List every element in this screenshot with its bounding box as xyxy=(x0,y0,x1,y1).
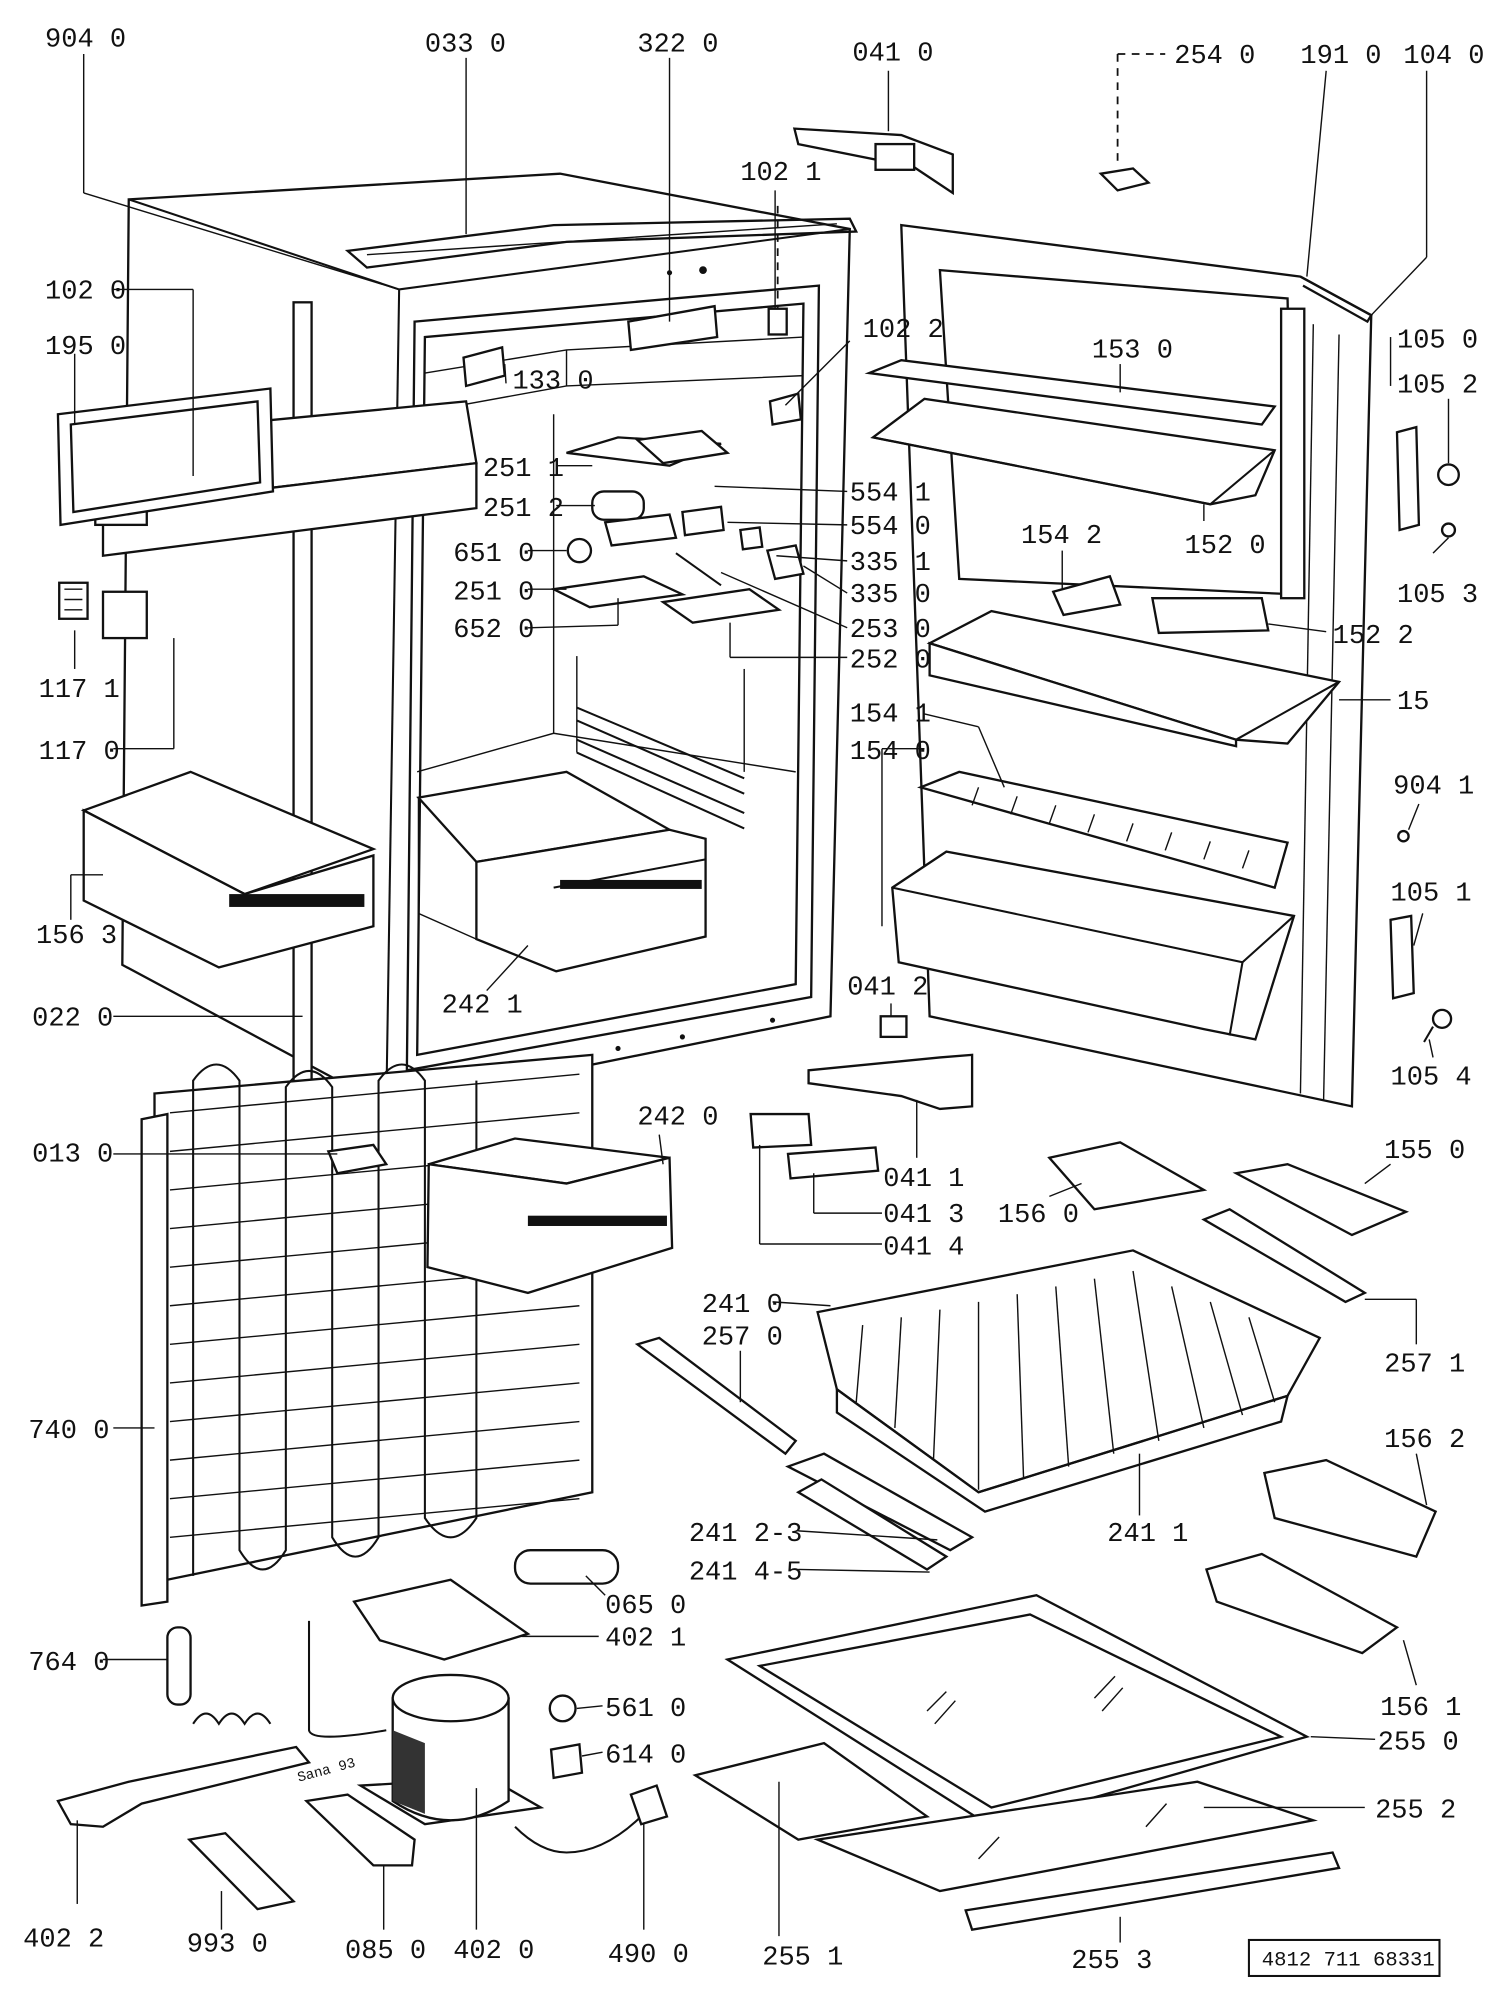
callout-251-1: 251 1 xyxy=(483,455,564,485)
callout-156-3: 156 3 xyxy=(36,922,117,952)
callout-labels: 904 0 033 0 322 0 041 0 254 0 191 0 104 … xyxy=(23,25,1484,1977)
callout-652-0: 652 0 xyxy=(453,616,534,646)
callout-155-0: 155 0 xyxy=(1384,1137,1465,1167)
callout-253-0: 253 0 xyxy=(850,616,931,646)
callout-152-0: 152 0 xyxy=(1185,532,1266,562)
callout-065-0: 065 0 xyxy=(605,1592,686,1622)
callout-041-0: 041 0 xyxy=(852,39,933,69)
callout-041-4: 041 4 xyxy=(883,1233,964,1263)
callout-105-1: 105 1 xyxy=(1391,880,1472,910)
callout-740-0: 740 0 xyxy=(28,1417,109,1447)
callout-257-1: 257 1 xyxy=(1384,1350,1465,1380)
crisper-drawer-lower xyxy=(426,1137,674,1295)
callout-154-1: 154 1 xyxy=(850,701,931,731)
callout-335-1: 335 1 xyxy=(850,549,931,579)
callout-490-0: 490 0 xyxy=(608,1941,689,1971)
freezer-fittings xyxy=(462,205,803,426)
callout-022-0: 022 0 xyxy=(32,1004,113,1034)
callout-105-3: 105 3 xyxy=(1397,581,1478,611)
callout-904-0: 904 0 xyxy=(45,25,126,55)
callout-195-0: 195 0 xyxy=(45,333,126,363)
callout-402-1: 402 1 xyxy=(605,1624,686,1654)
callout-105-2: 105 2 xyxy=(1397,371,1478,401)
callout-252-0: 252 0 xyxy=(850,647,931,677)
callout-242-1: 242 1 xyxy=(442,991,523,1021)
callout-764-0: 764 0 xyxy=(28,1649,109,1679)
callout-402-0: 402 0 xyxy=(453,1937,534,1967)
leader-lines xyxy=(70,53,1450,1943)
callout-041-2: 041 2 xyxy=(847,973,928,1003)
callout-154-0: 154 0 xyxy=(850,738,931,768)
callout-105-0: 105 0 xyxy=(1397,326,1478,356)
callout-241-2-3: 241 2-3 xyxy=(689,1520,803,1550)
callout-251-2: 251 2 xyxy=(483,495,564,525)
top-hinge xyxy=(792,127,1151,196)
callout-554-0: 554 0 xyxy=(850,513,931,543)
callout-153-0: 153 0 xyxy=(1092,337,1173,367)
callout-033-0: 033 0 xyxy=(425,30,506,60)
callout-105-4: 105 4 xyxy=(1391,1063,1472,1093)
bottom-hinge xyxy=(749,1015,974,1180)
callout-133-0: 133 0 xyxy=(512,368,593,398)
door-hardware xyxy=(1389,425,1460,1043)
callout-242-0: 242 0 xyxy=(637,1103,718,1133)
document-number-stamp: 4812 711 68331 xyxy=(1247,1938,1441,1978)
crisper-drawer-upper xyxy=(416,770,707,973)
callout-117-1: 117 1 xyxy=(39,676,120,706)
callout-904-1: 904 1 xyxy=(1393,773,1474,803)
callout-322-0: 322 0 xyxy=(637,30,718,60)
callout-102-2: 102 2 xyxy=(863,316,944,346)
callout-102-1: 102 1 xyxy=(740,159,821,189)
callout-041-3: 041 3 xyxy=(883,1201,964,1231)
callout-241-4-5: 241 4-5 xyxy=(689,1559,803,1589)
callout-154-2: 154 2 xyxy=(1021,522,1102,552)
callout-156-0: 156 0 xyxy=(998,1201,1079,1231)
callout-651-0: 651 0 xyxy=(453,540,534,570)
callout-15: 15 xyxy=(1397,688,1429,718)
light-assembly xyxy=(549,429,805,624)
callout-255-1: 255 1 xyxy=(762,1943,843,1973)
callout-402-2: 402 2 xyxy=(23,1925,104,1955)
callout-255-2: 255 2 xyxy=(1375,1797,1456,1827)
freezer-box xyxy=(80,770,377,969)
callout-191-0: 191 0 xyxy=(1300,42,1381,72)
side-plate xyxy=(56,387,275,527)
callout-156-1: 156 1 xyxy=(1380,1694,1461,1724)
callout-614-0: 614 0 xyxy=(605,1741,686,1771)
callout-241-0: 241 0 xyxy=(702,1291,783,1321)
door-shelves xyxy=(864,359,1342,1041)
callout-554-1: 554 1 xyxy=(850,479,931,509)
callout-255-3: 255 3 xyxy=(1071,1947,1152,1977)
compressor-assembly xyxy=(56,1549,669,1911)
glass-shelves xyxy=(692,1593,1341,1931)
callout-335-0: 335 0 xyxy=(850,581,931,611)
light-switch-parts xyxy=(58,581,148,640)
callout-152-2: 152 2 xyxy=(1333,622,1414,652)
lower-accessories xyxy=(634,1141,1438,1655)
callout-251-0: 251 0 xyxy=(453,578,534,608)
callout-255-0: 255 0 xyxy=(1378,1729,1459,1759)
callout-254-0: 254 0 xyxy=(1174,42,1255,72)
document-number: 4812 711 68331 xyxy=(1262,1950,1435,1973)
callout-041-1: 041 1 xyxy=(883,1165,964,1195)
callout-117-0: 117 0 xyxy=(39,738,120,768)
callout-085-0: 085 0 xyxy=(345,1937,426,1967)
callout-013-0: 013 0 xyxy=(32,1141,113,1171)
callout-561-0: 561 0 xyxy=(605,1695,686,1725)
callout-241-1: 241 1 xyxy=(1107,1520,1188,1550)
wire-basket xyxy=(816,1249,1322,1513)
callout-257-0: 257 0 xyxy=(702,1323,783,1353)
callout-104-0: 104 0 xyxy=(1403,42,1484,72)
callout-102-0: 102 0 xyxy=(45,277,126,307)
callout-156-2: 156 2 xyxy=(1384,1426,1465,1456)
callout-993-0: 993 0 xyxy=(187,1931,268,1961)
